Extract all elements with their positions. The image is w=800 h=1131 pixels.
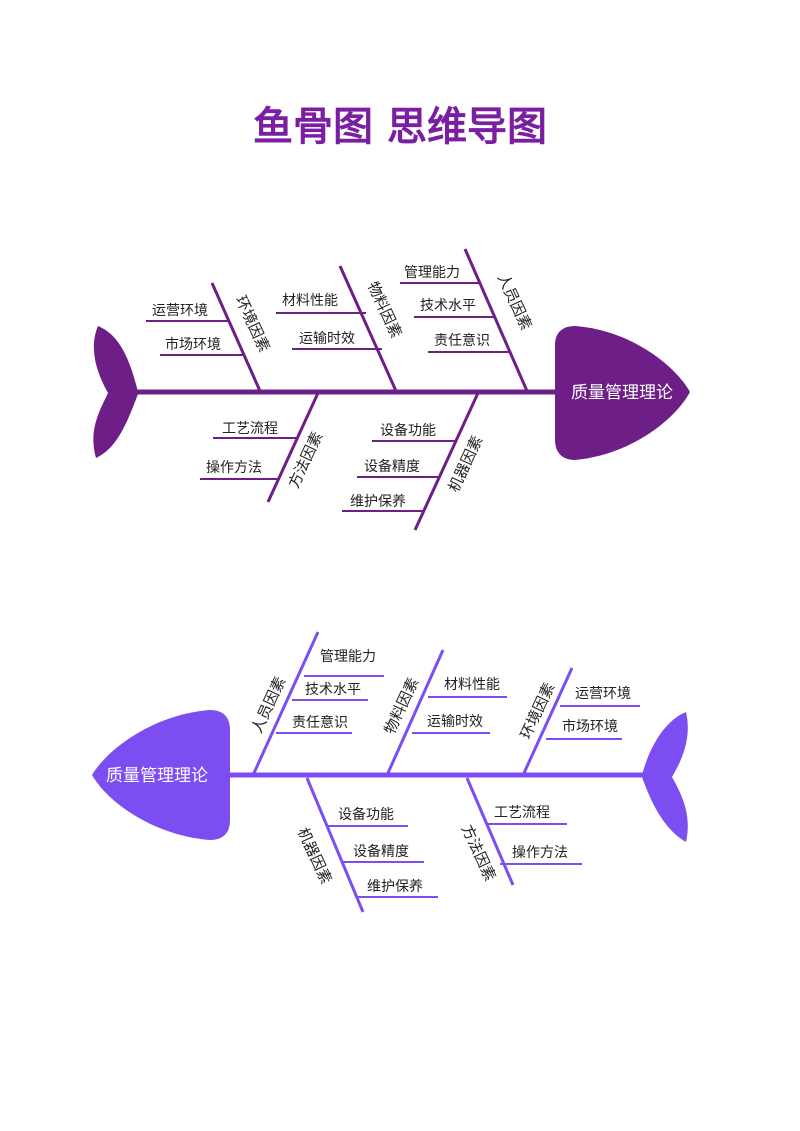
fishbone-bottom [92,631,688,913]
fish-tail [642,712,688,842]
item-label: 设备精度 [353,843,409,860]
item-label: 管理能力 [320,649,376,665]
labels-bottom: 管理能力 技术水平 责任意识 材料性能 运输时效 运营环境 市场环境 设备功能 … [248,649,631,895]
bone-people [252,631,320,774]
fishbone-top [93,248,690,531]
page-title: 鱼骨图 思维导图 [253,104,547,150]
bone-material [386,649,445,774]
fish-tail [93,326,138,458]
bone-env [210,282,262,392]
item-label: 材料性能 [444,677,500,693]
item-label: 运营环境 [152,303,208,319]
item-label: 设备功能 [380,422,436,439]
item-label: 市场环境 [165,336,221,353]
item-label: 运输时效 [427,714,483,730]
fish-head [555,326,690,460]
item-label: 设备功能 [338,806,394,823]
category-label-env: 环境因素 [232,293,274,355]
bone-method [266,392,320,503]
item-label: 工艺流程 [222,421,278,437]
head-label: 质量管理理论 [571,383,673,403]
category-label-people: 人员因素 [494,271,536,333]
item-label: 管理能力 [404,265,460,281]
item-label: 工艺流程 [494,805,550,821]
bone-method [465,777,515,886]
head-label: 质量管理理论 [106,766,208,786]
fish-head [92,710,230,840]
bone-env [522,667,574,774]
item-label: 技术水平 [305,682,361,698]
item-label: 技术水平 [420,298,476,314]
item-label: 设备精度 [364,458,420,475]
item-label: 责任意识 [434,332,490,349]
item-label: 责任意识 [292,714,348,731]
bone-machine [413,392,480,531]
category-label-people: 人员因素 [248,674,290,736]
bone-material [338,265,398,392]
item-label: 操作方法 [512,845,568,861]
category-label-method: 方法因素 [458,822,500,884]
item-label: 维护保养 [350,494,406,510]
item-label: 运输时效 [299,331,355,347]
category-label-material: 物料因素 [381,675,423,737]
item-label: 市场环境 [562,718,618,735]
item-label: 操作方法 [206,460,262,476]
category-label-machine: 机器因素 [445,433,487,495]
item-label: 运营环境 [575,686,631,702]
labels-top: 运营环境 市场环境 材料性能 运输时效 管理能力 技术水平 责任意识 工艺流程 … [152,265,535,510]
bone-people [463,248,529,392]
item-label: 维护保养 [367,879,423,895]
bone-machine [305,777,365,913]
item-label: 材料性能 [282,293,338,309]
